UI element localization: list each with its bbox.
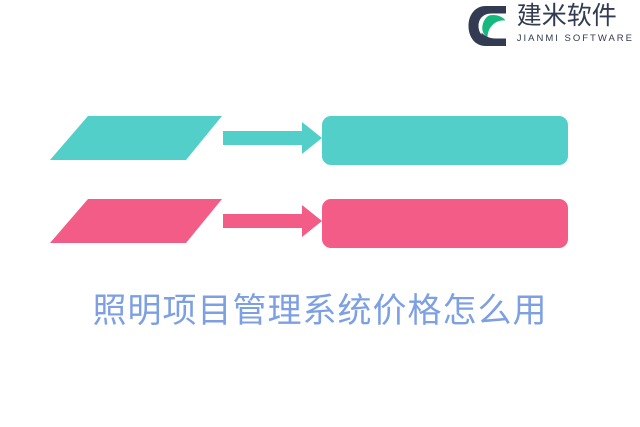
brand-logo-lockup: 建米软件 JIANMI SOFTWARE bbox=[465, 2, 634, 54]
brand-name-chinese: 建米软件 bbox=[516, 2, 617, 30]
rounded-bar-shape-teal bbox=[322, 116, 568, 165]
rounded-bar-shape-pink bbox=[322, 199, 568, 248]
parallelogram-shape-teal bbox=[50, 116, 222, 160]
jianmi-leaf-logo-icon bbox=[468, 6, 506, 46]
brand-name-english: JIANMI SOFTWARE bbox=[516, 33, 634, 44]
diagram-row-teal bbox=[0, 108, 640, 168]
pink-shapes-group bbox=[50, 199, 322, 243]
page-title: 照明项目管理系统价格怎么用 bbox=[92, 291, 548, 331]
teal-shapes-group bbox=[50, 116, 322, 160]
arrow-right-icon-pink bbox=[223, 205, 322, 237]
parallelogram-shape-pink bbox=[50, 199, 222, 243]
brand-text-block: 建米软件 JIANMI SOFTWARE bbox=[517, 2, 634, 45]
diagram-row-pink bbox=[0, 191, 640, 251]
arrow-right-icon-teal bbox=[223, 122, 322, 154]
